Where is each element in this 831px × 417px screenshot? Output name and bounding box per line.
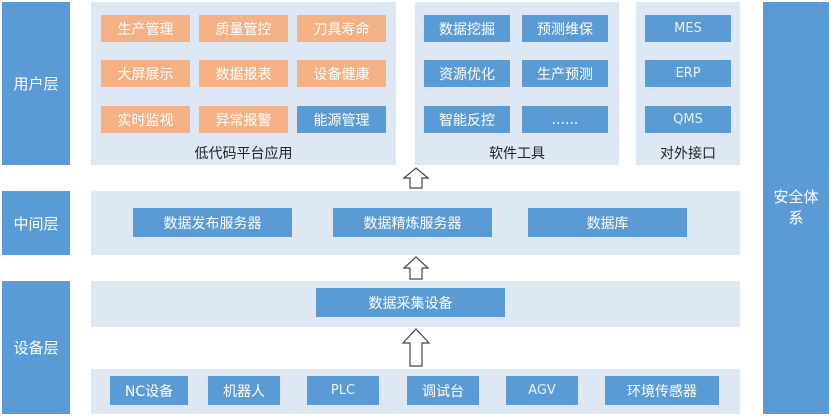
app-label: 数据报表 (215, 66, 272, 83)
device-label: PLC (330, 383, 356, 398)
collector-label: 数据采集设备 (368, 295, 453, 312)
app-label: 大屏展示 (117, 66, 174, 83)
tool-production-forecast[interactable]: 生产预测 (522, 60, 608, 87)
interface-label: QMS (673, 112, 703, 127)
app-label: 生产管理 (117, 21, 174, 38)
database[interactable]: 数据库 (528, 208, 687, 237)
tool-label: 预测维保 (537, 21, 593, 38)
up-arrow-icon (402, 256, 430, 280)
device-agv[interactable]: AGV (506, 376, 578, 405)
device-label: AGV (528, 383, 556, 398)
layer-user-text: 用户层 (13, 75, 59, 93)
security-text-line1: 安全体 (773, 188, 819, 206)
interface-qms[interactable]: QMS (645, 106, 731, 133)
device-debug-station[interactable]: 调试台 (407, 376, 479, 405)
up-arrow-icon (401, 328, 431, 367)
device-plc[interactable]: PLC (307, 376, 379, 405)
interface-label: ERP (675, 66, 701, 81)
app-label: 设备健康 (313, 66, 370, 83)
app-data-report[interactable]: 数据报表 (199, 60, 288, 87)
security-text-line2: 系 (788, 209, 804, 227)
device-label: 环境传感器 (627, 383, 697, 400)
app-exception-alarm[interactable]: 异常报警 (199, 106, 288, 133)
caption-software-tools: 软件工具 (489, 146, 545, 162)
device-label: 调试台 (422, 383, 464, 400)
layer-label-middle: 中间层 (2, 191, 70, 255)
tool-label: ...... (551, 111, 579, 128)
tool-predictive-maintenance[interactable]: 预测维保 (522, 15, 608, 42)
app-label: 异常报警 (215, 112, 272, 129)
tool-label: 智能反控 (439, 112, 495, 129)
server-label: 数据发布服务器 (163, 215, 262, 232)
tool-smart-feedback-control[interactable]: 智能反控 (424, 106, 510, 133)
tool-more[interactable]: ...... (522, 106, 608, 133)
up-arrow-icon (402, 167, 430, 189)
server-label: 数据精炼服务器 (363, 215, 462, 232)
data-collection-device[interactable]: 数据采集设备 (316, 288, 505, 317)
interface-mes[interactable]: MES (645, 15, 731, 42)
app-equipment-health[interactable]: 设备健康 (297, 60, 386, 87)
app-production-management[interactable]: 生产管理 (101, 15, 190, 42)
app-label: 刀具寿命 (313, 21, 370, 38)
tool-label: 数据挖掘 (439, 21, 495, 38)
caption-external-interfaces: 对外接口 (660, 146, 716, 162)
tool-label: 资源优化 (439, 66, 495, 83)
interface-label: MES (674, 21, 702, 36)
app-tool-life[interactable]: 刀具寿命 (297, 15, 386, 42)
interface-erp[interactable]: ERP (645, 60, 731, 87)
tool-resource-optimization[interactable]: 资源优化 (424, 60, 510, 87)
layer-label-device: 设备层 (2, 281, 70, 414)
app-label: 能源管理 (313, 112, 370, 129)
app-label: 实时监视 (117, 112, 174, 129)
app-label: 质量管控 (215, 21, 272, 38)
security-system-bar: 安全体 系 (763, 2, 829, 414)
device-robot[interactable]: 机器人 (208, 376, 280, 405)
device-label: 机器人 (223, 383, 265, 400)
device-label: NC设备 (124, 383, 174, 400)
tool-data-mining[interactable]: 数据挖掘 (424, 15, 510, 42)
caption-lowcode: 低代码平台应用 (194, 146, 293, 162)
layer-label-user: 用户层 (2, 2, 70, 165)
data-refine-server[interactable]: 数据精炼服务器 (333, 208, 492, 237)
data-publish-server[interactable]: 数据发布服务器 (133, 208, 292, 237)
device-env-sensor[interactable]: 环境传感器 (605, 376, 719, 405)
app-realtime-monitor[interactable]: 实时监视 (101, 106, 190, 133)
device-nc[interactable]: NC设备 (110, 376, 188, 405)
app-quality-control[interactable]: 质量管控 (199, 15, 288, 42)
layer-device-text: 设备层 (13, 339, 59, 357)
app-energy-management[interactable]: 能源管理 (297, 106, 386, 133)
server-label: 数据库 (586, 215, 629, 232)
app-big-screen[interactable]: 大屏展示 (101, 60, 190, 87)
tool-label: 生产预测 (537, 66, 593, 83)
layer-middle-text: 中间层 (13, 214, 59, 233)
